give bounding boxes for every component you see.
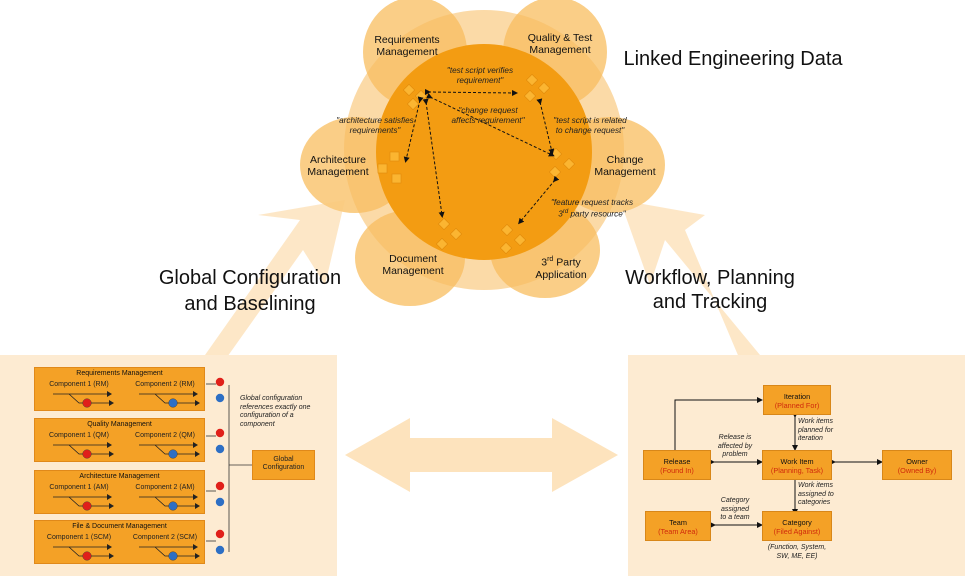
category-box[interactable]: Category(Filed Against): [762, 511, 832, 541]
component-label: Component 2 (SCM): [132, 534, 198, 541]
team-box[interactable]: Team(Team Area): [645, 511, 711, 541]
linked-engineering-data-title: Linked Engineering Data: [623, 48, 843, 70]
iteration-box[interactable]: Iteration(Planned For): [763, 385, 831, 415]
config-group-title: Quality Management: [87, 421, 152, 428]
component-label: Component 1 (SCM): [46, 534, 112, 541]
right-up-arrow: [620, 200, 760, 360]
double-arrow: [345, 418, 618, 492]
component-branch-graphic: [53, 544, 114, 561]
quote-feature-request: "feature request tracks 3rd party resour…: [550, 198, 634, 219]
component-branch-graphic: [139, 544, 200, 561]
owner-box[interactable]: Owner(Owned By): [882, 450, 952, 480]
config-group-title: Architecture Management: [79, 473, 160, 480]
component-branch-graphic: [53, 442, 114, 459]
component-label: Component 2 (RM): [135, 381, 195, 388]
note-function: (Function, System,SW, ME, EE): [767, 544, 827, 560]
component-branch-graphic: [53, 391, 114, 408]
red-config-dot: [82, 551, 92, 561]
component-label: Component 1 (RM): [49, 381, 109, 388]
config-group-title: File & Document Management: [72, 523, 167, 530]
config-group-title: Requirements Management: [76, 370, 163, 377]
blue-config-dot: [168, 449, 178, 459]
red-config-dot: [82, 501, 92, 511]
left-up-arrow: [205, 200, 345, 360]
component-branch-graphic: [139, 494, 200, 511]
config-connectors: [206, 383, 252, 552]
thirdparty-label: 3rd Party Application: [535, 256, 587, 281]
workflow-title-line1: Workflow, Planning: [625, 267, 795, 289]
blue-config-dot: [168, 398, 178, 408]
work-item-box[interactable]: Work Item(Planning, Task): [762, 450, 832, 480]
component-branch-graphic: [139, 442, 200, 459]
component-branch-graphic: [139, 391, 200, 408]
red-config-dot: [82, 398, 92, 408]
component-label: Component 2 (QM): [135, 432, 195, 439]
component-label: Component 1 (QM): [49, 432, 109, 439]
blue-config-dot: [168, 501, 178, 511]
workflow-title-line2: and Tracking: [652, 291, 768, 313]
component-branch-graphic: [53, 494, 114, 511]
blue-config-dot: [168, 551, 178, 561]
global-config-title-line1: Global Configuration: [158, 267, 342, 289]
red-config-dot: [82, 449, 92, 459]
global-config-title-line2: and Baselining: [184, 293, 316, 315]
link-arrows: [403, 88, 560, 225]
workflow-connectors: [674, 397, 883, 528]
config-dots: [215, 377, 225, 555]
component-label: Component 2 (AM): [135, 484, 195, 491]
component-label: Component 1 (AM): [49, 484, 109, 491]
release-box[interactable]: Release(Found In): [643, 450, 711, 480]
